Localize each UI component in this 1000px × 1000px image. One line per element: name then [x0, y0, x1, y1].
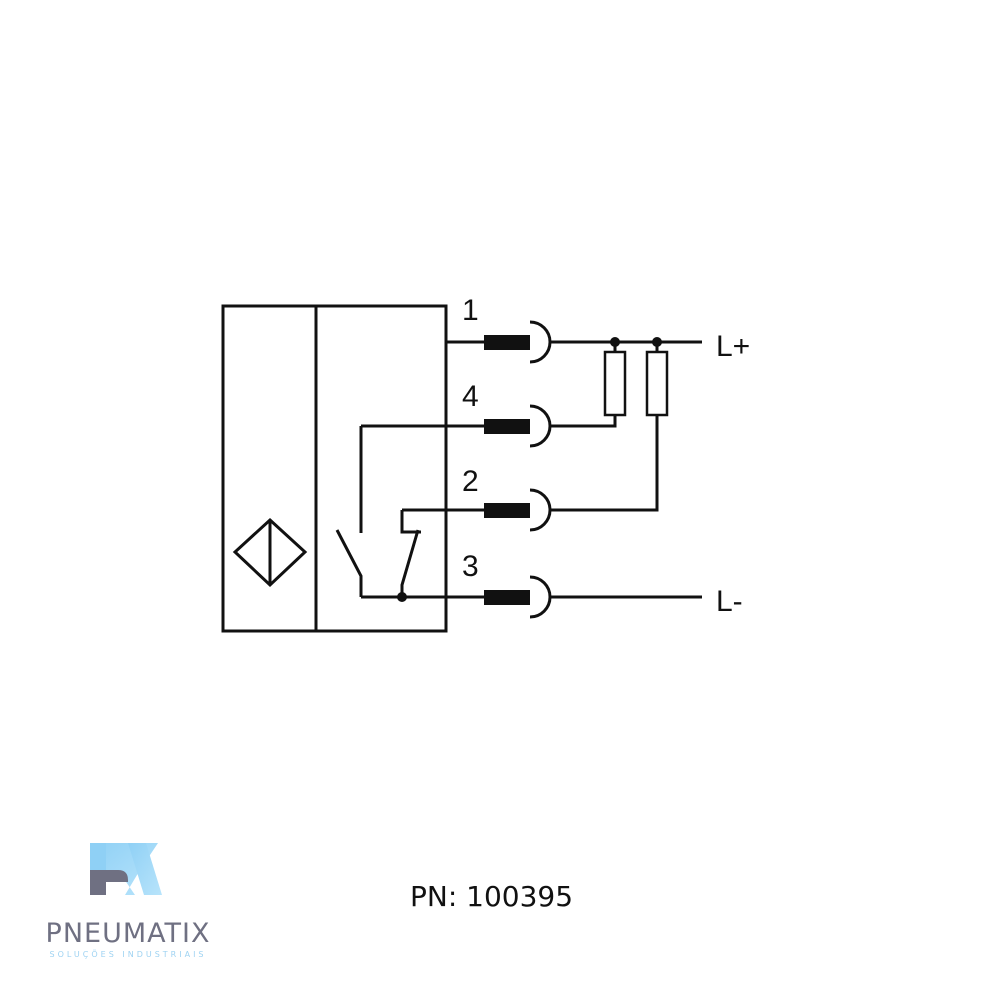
load-resistor-2	[645, 350, 669, 417]
pin4-external-wire	[550, 415, 617, 428]
pin-label-3: 3	[462, 550, 479, 583]
pin3-contact	[484, 590, 530, 605]
no-switch	[335, 426, 363, 597]
pin2-external-wire	[550, 415, 659, 512]
label-l-plus: L+	[716, 330, 750, 363]
part-number: PN: 100395	[410, 880, 574, 913]
junction-dot	[652, 337, 662, 347]
junction-dot	[397, 592, 407, 602]
logo-name: PNEUMATIX	[45, 918, 211, 949]
nc-switch	[400, 510, 421, 597]
junction-dot	[610, 337, 620, 347]
load-resistor-1	[603, 350, 627, 417]
pneumatix-logo-mark	[90, 843, 162, 895]
logo-tagline: SOLUÇÕES INDUSTRIAIS	[49, 950, 207, 959]
pin-label-1: 1	[462, 294, 479, 327]
pin-label-4: 4	[462, 380, 479, 413]
label-l-minus: L-	[716, 585, 743, 618]
sensor-body	[221, 304, 448, 633]
pin2-contact	[484, 503, 530, 518]
pin1-contact	[484, 335, 530, 350]
pin4-contact	[484, 419, 530, 434]
pin-label-2: 2	[462, 465, 479, 498]
inductive-sensor-symbol	[232, 517, 308, 588]
